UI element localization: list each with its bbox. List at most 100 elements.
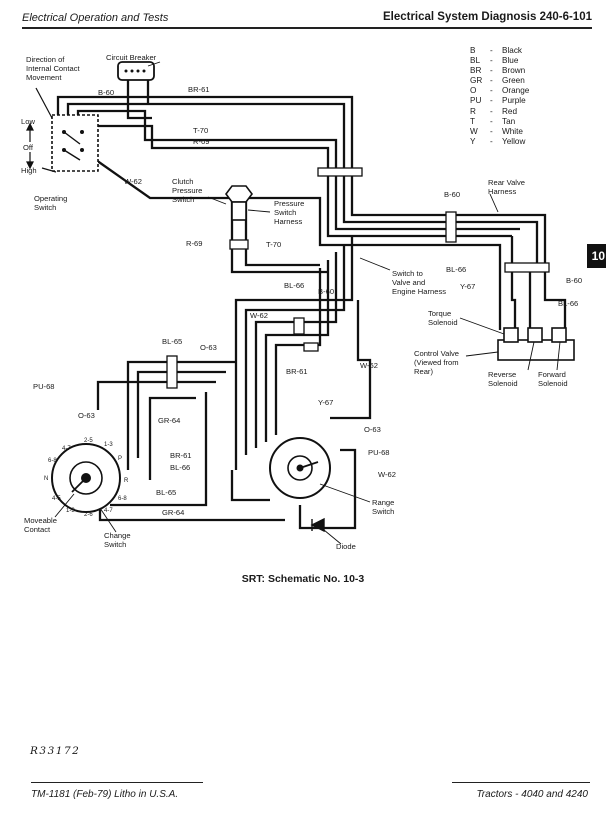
range-switch[interactable] (269, 437, 331, 499)
legend-row: GR-Green (470, 76, 525, 86)
wire-left-3 (96, 380, 216, 410)
label-change-switch: Change (104, 531, 131, 540)
clutch-pressure-switch (225, 185, 253, 221)
reverse-solenoid (527, 327, 543, 343)
section-tab[interactable]: 10 (587, 244, 606, 268)
diode-icon (310, 517, 325, 533)
label-control-valve: Rear) (414, 367, 433, 376)
legend-row: O-Orange (470, 86, 530, 96)
clamp (229, 239, 249, 250)
clamp (166, 355, 178, 389)
legend-color: Green (502, 76, 525, 86)
legend-code: GR (470, 76, 483, 86)
wire-label-r69: R-69 (186, 239, 202, 248)
contact-label: 6-8 (118, 496, 127, 502)
legend-row: BL-Blue (470, 56, 519, 66)
wire-label-b60: B-60 (444, 190, 460, 199)
contact-label: R (124, 478, 129, 484)
label-change-switch: Switch (104, 540, 126, 549)
wire-bottom-1 (98, 510, 285, 522)
contact-label: 1-3 (104, 442, 113, 448)
legend-code: T (470, 116, 476, 126)
legend-row: W-White (470, 126, 523, 136)
label-pressure-switch-harness: Switch (274, 208, 296, 217)
wire-w62-top (95, 159, 502, 330)
legend-code: O (470, 86, 477, 96)
control-valve (497, 327, 575, 361)
legend-code: BR (470, 66, 482, 76)
wire-bundle (56, 80, 567, 530)
label-operating-switch: Switch (34, 203, 56, 212)
change-switch[interactable] (51, 443, 121, 513)
clamp (445, 211, 457, 243)
leader-lines (54, 61, 561, 545)
legend-row: T-Tan (470, 116, 516, 126)
footer-right: Tractors - 4040 and 4240 (476, 789, 588, 800)
contact-label: 1-3 (66, 508, 75, 514)
label-clutch-pressure-switch: Switch (172, 195, 194, 204)
label-control-valve: Control Valve (414, 349, 459, 358)
legend-color: Black (502, 46, 523, 55)
contact-label: 4-7 (62, 446, 71, 452)
label-clutch-pressure-switch: Clutch (172, 177, 194, 186)
label-low: Low (21, 117, 35, 126)
label-range-switch: Range (372, 498, 394, 507)
torque-solenoid (503, 327, 519, 343)
legend-color: Yellow (502, 136, 526, 146)
color-legend: B-Black BL-Blue BR-Brown GR-Green O-Oran… (470, 46, 529, 147)
header-rule (22, 27, 592, 29)
legend-code: PU (470, 96, 482, 106)
wire-mid-6 (330, 300, 372, 420)
legend-row: BR-Brown (470, 66, 526, 76)
wire-mid-5 (274, 268, 322, 435)
footer-rule-right (452, 782, 590, 783)
label-clutch-pressure-switch: Pressure (172, 186, 202, 195)
label-switch-harness: Valve and (392, 278, 425, 287)
label-operating-switch: Operating (34, 194, 67, 203)
label-moveable-contact: Moveable (24, 516, 57, 525)
label-reverse-solenoid: Solenoid (488, 379, 518, 388)
clamp (303, 342, 319, 352)
wire-label-pu68: PU-68 (33, 382, 55, 391)
wire-label-bl65: BL-65 (162, 337, 182, 346)
label-moveable-contact: Contact (24, 525, 51, 534)
wire-label-b60: B-60 (98, 88, 114, 97)
label-switch-harness: Engine Harness (392, 287, 446, 296)
operating-switch[interactable] (51, 114, 99, 172)
label-diode: Diode (336, 542, 356, 551)
legend-color: Purple (502, 96, 526, 106)
wire-rv-1 (543, 268, 567, 330)
wire-bottom-2 (298, 448, 357, 530)
wire-label-br61: BR-61 (286, 367, 308, 376)
contact-labels: 4-7 2-5 1-3 6-8 P N R 4-5 1-3 2-6 6-8 4-… (44, 438, 129, 518)
direction-arrows-icon (26, 87, 57, 173)
legend-color: Blue (502, 56, 519, 66)
label-direction: Direction of (26, 55, 65, 64)
wire-left-2 (136, 370, 226, 458)
label-torque-solenoid: Solenoid (428, 318, 458, 327)
label-circuit-breaker: Circuit Breaker (106, 53, 157, 62)
wire-label-w62: W-62 (360, 361, 378, 370)
legend-color: White (502, 126, 523, 136)
wire-label-gr64: GR-64 (158, 416, 180, 425)
wire-pressure-1 (230, 198, 328, 274)
contact-label: 4-5 (52, 496, 61, 502)
wire-label-t70: T-70 (266, 240, 281, 249)
label-pressure-switch-harness: Harness (274, 217, 302, 226)
label-off: Off (23, 143, 34, 152)
wire-label-y67: Y-67 (460, 282, 475, 291)
contact-label: 2-6 (84, 512, 93, 518)
wire-label-o63: O-63 (78, 411, 95, 420)
clamp (293, 317, 305, 335)
wire-label-bl65: BL-65 (156, 488, 176, 497)
wire-breaker-1 (126, 80, 152, 120)
label-rear-valve-harness: Harness (488, 187, 516, 196)
label-reverse-solenoid: Reverse (488, 370, 516, 379)
wire-mid-4 (264, 260, 330, 442)
wire-mid-1 (234, 236, 354, 470)
wire-label-br61: BR-61 (170, 451, 192, 460)
clamp (504, 262, 550, 273)
wire-label-y67: Y-67 (318, 398, 333, 407)
contact-label: 2-5 (84, 438, 93, 444)
